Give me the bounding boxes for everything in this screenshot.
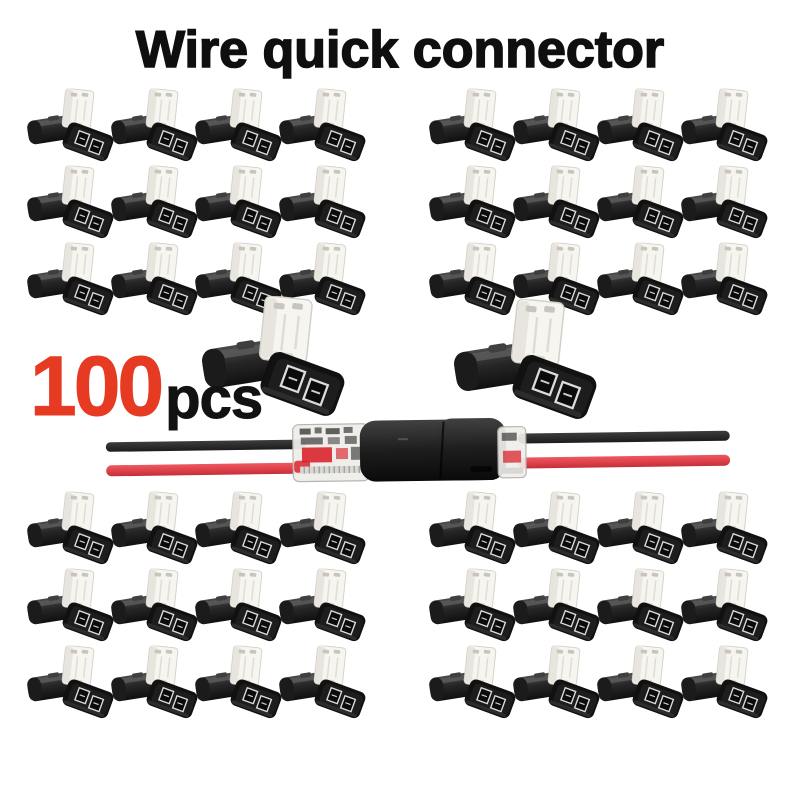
quantity-number: 100 [29,339,164,433]
wire-connector-icon [428,491,520,575]
wire-connector-icon [680,242,772,326]
quantity-badge: 100 pcs [29,339,264,433]
wire-connector-icon [110,645,202,729]
wire-connector-icon [278,165,370,249]
connector-grid-top-right [428,88,764,319]
wire-connector-icon [680,568,772,652]
wire-connector-icon [596,568,688,652]
wire-connector-icon [512,165,604,249]
wire-connector-icon [596,88,688,172]
wire-connector-icon [110,568,202,652]
wire-connector-icon [428,645,520,729]
wire-connector-icon [680,645,772,729]
wire-connector-icon [194,491,286,575]
connector-grid-top-left [26,88,362,319]
connector-body [359,417,507,482]
wire-connector-icon [194,165,286,249]
wire-connector-icon [194,88,286,172]
wire-connector-icon [194,645,286,729]
wire-connector-icon [512,88,604,172]
wire-connector-icon [428,88,520,172]
wire-black-right [517,430,730,444]
clear-housing-right [497,425,527,479]
assembled-connector-icon [105,417,731,483]
wire-connector-icon [110,165,202,249]
wire-connector-icon [428,568,520,652]
wire-connector-icon [194,568,286,652]
wire-connector-icon [596,491,688,575]
wire-connector-icon [596,242,688,326]
wire-connector-icon [428,165,520,249]
wire-connector-icon [278,88,370,172]
wire-connector-icon [26,568,118,652]
wire-connector-icon [278,645,370,729]
clear-housing-left [292,423,370,483]
wire-connector-icon [110,88,202,172]
wire-connector-icon [26,165,118,249]
wire-connector-icon [26,242,118,326]
wire-black-left [105,439,306,452]
quantity-unit: pcs [165,366,264,431]
wire-connector-icon [680,491,772,575]
wire-connector-icon [110,242,202,326]
wire-connector-icon [680,88,772,172]
wire-connector-icon [110,491,202,575]
wire-red-right [518,454,731,469]
wire-connector-icon [26,491,118,575]
wire-connector-icon [278,491,370,575]
wire-connector-icon [596,165,688,249]
wire-connector-icon [512,568,604,652]
product-title: Wire quick connector [135,21,665,79]
wire-connector-icon [512,645,604,729]
wire-connector-icon [26,88,118,172]
wire-red-left [106,462,311,477]
wire-connector-icon [596,645,688,729]
connector-grid-bottom-right [428,491,764,722]
wire-connector-icon [512,491,604,575]
wire-connector-icon [26,645,118,729]
connector-grid-bottom-left [26,491,362,722]
wire-connector-icon [278,568,370,652]
wire-connector-icon [680,165,772,249]
